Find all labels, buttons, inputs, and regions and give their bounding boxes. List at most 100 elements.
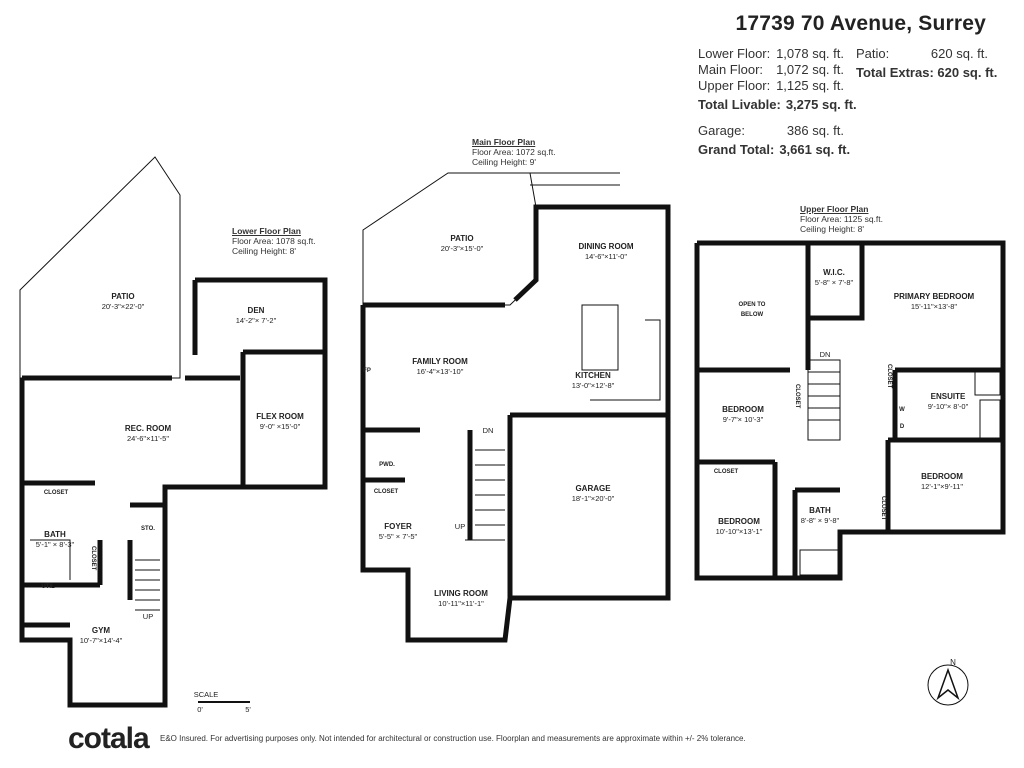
room-text: CLOSET bbox=[43, 490, 69, 496]
extras-summary: Patio:620 sq. ft. Total Extras: 620 sq. … bbox=[856, 46, 997, 81]
stat-label: Total Livable: bbox=[698, 97, 781, 112]
stat-label: Lower Floor: bbox=[698, 46, 771, 61]
room-text: FP bbox=[363, 368, 371, 374]
room-text: 20'-3"×15'-0" bbox=[440, 244, 484, 253]
room-open-to-below: OPEN TO BELOW bbox=[732, 300, 772, 320]
room-lower-closet: CLOSET bbox=[44, 488, 68, 498]
room-text: UP bbox=[142, 612, 154, 621]
room-text: ENSUITE bbox=[930, 392, 966, 401]
lower-patio-outline bbox=[19, 156, 181, 379]
room-text: 9'-10"× 8'-0" bbox=[927, 402, 969, 411]
main-fixtures bbox=[465, 172, 661, 599]
stat-grand-total: Grand Total: 3,661 sq. ft. bbox=[698, 142, 857, 158]
stat-total-livable: Total Livable:3,275 sq. ft. bbox=[698, 97, 857, 113]
room-text: 5'-8" × 7'-8" bbox=[814, 278, 854, 287]
room-text: 18'-1"×20'-0" bbox=[571, 494, 615, 503]
upper-closet-vertical-1: CLOSET bbox=[794, 384, 800, 409]
stat-row-upper: Upper Floor: 1,125 sq. ft. bbox=[698, 78, 857, 94]
fireplace-label: FP bbox=[363, 366, 371, 376]
room-upper-closet: CLOSET bbox=[714, 467, 738, 477]
room-text: BEDROOM bbox=[718, 517, 760, 526]
lower-stairs-up: UP bbox=[143, 612, 153, 622]
room-text: W bbox=[899, 407, 905, 413]
stat-row-lower: Lower Floor:1,078 sq. ft. bbox=[698, 46, 857, 62]
area-summary: Lower Floor:1,078 sq. ft. Main Floor:1,0… bbox=[698, 46, 857, 158]
room-text: GARAGE bbox=[575, 484, 611, 493]
room-text: DN bbox=[482, 426, 494, 435]
room-text: 15'-11"×13'-8" bbox=[910, 302, 958, 311]
stat-value: 1,072 sq. ft. bbox=[776, 62, 844, 77]
plan-ceiling: Ceiling Height: 9' bbox=[472, 157, 536, 167]
lower-closet-vertical: CLOSET bbox=[90, 546, 96, 571]
room-text: 8'-8" × 9'-8" bbox=[800, 516, 840, 525]
room-text: PWD. bbox=[379, 462, 395, 468]
room-main-closet: CLOSET bbox=[374, 487, 398, 497]
north-compass bbox=[927, 664, 969, 706]
plan-area: Floor Area: 1078 sq.ft. bbox=[232, 236, 316, 246]
lower-fixtures bbox=[30, 539, 160, 611]
cotala-logo: cotala bbox=[68, 722, 150, 755]
upper-walls bbox=[694, 240, 1006, 581]
upper-closet-vertical-2: CLOSET bbox=[886, 364, 892, 389]
room-text: BATH bbox=[44, 530, 66, 539]
property-address-title: 17739 70 Avenue, Surrey bbox=[735, 12, 986, 35]
plan-area: Floor Area: 1072 sq.ft. bbox=[472, 147, 556, 157]
room-text: 5'-5" × 7'-5" bbox=[378, 532, 418, 541]
plan-area: Floor Area: 1125 sq.ft. bbox=[800, 214, 883, 224]
upper-fixtures bbox=[799, 359, 1001, 576]
room-text: FAMILY ROOM bbox=[412, 357, 468, 366]
room-text: 14'-2"× 7'-2" bbox=[235, 316, 277, 325]
stat-value: 1,125 sq. ft. bbox=[776, 78, 844, 93]
room-text: PATIO bbox=[450, 234, 474, 243]
stat-label: Upper Floor: bbox=[698, 78, 771, 93]
scale-start: 0' bbox=[197, 705, 203, 714]
north-label: N bbox=[950, 658, 956, 667]
room-text: OPEN TO BELOW bbox=[738, 302, 766, 318]
room-text: 10'-7"×14'-4" bbox=[79, 636, 123, 645]
stat-value: 386 sq. ft. bbox=[786, 123, 844, 138]
main-walls bbox=[360, 204, 671, 643]
plan-title: Upper Floor Plan bbox=[800, 204, 869, 214]
stat-garage: Garage: 386 sq. ft. bbox=[698, 123, 857, 139]
dryer-label: D bbox=[900, 422, 904, 432]
room-text: 10'-11"×11'-1" bbox=[438, 599, 484, 608]
room-text: W.I.C. bbox=[823, 268, 845, 277]
washer-label: W bbox=[899, 405, 905, 415]
room-text: 24'-6"×11'-5" bbox=[126, 434, 170, 443]
stat-total-extras: Total Extras: 620 sq. ft. bbox=[856, 65, 998, 80]
room-text: LIVING ROOM bbox=[434, 589, 488, 598]
room-text: KITCHEN bbox=[575, 371, 611, 380]
room-text: CLOSET bbox=[713, 469, 739, 475]
room-text: 10'-10"×13'-1" bbox=[715, 527, 763, 536]
room-storage: STO. bbox=[141, 524, 155, 534]
room-text: FLEX ROOM bbox=[256, 412, 304, 421]
upper-closet-vertical-3: CLOSET bbox=[880, 496, 886, 521]
stat-label: Garage: bbox=[698, 123, 745, 138]
stat-label: Grand Total: bbox=[698, 142, 775, 157]
stat-label: Patio: bbox=[856, 46, 890, 61]
plan-ceiling: Ceiling Height: 8' bbox=[800, 224, 864, 234]
stat-value: 3,661 sq. ft. bbox=[779, 142, 851, 157]
room-text: DINING ROOM bbox=[578, 242, 634, 251]
room-text: D bbox=[899, 424, 905, 430]
room-text: 20'-3"×22'-0" bbox=[101, 302, 145, 311]
room-text: GYM bbox=[91, 626, 111, 635]
room-wic: W.I.C.5'-8" × 7'-8" bbox=[815, 268, 853, 288]
room-text: REC. ROOM bbox=[124, 424, 172, 433]
